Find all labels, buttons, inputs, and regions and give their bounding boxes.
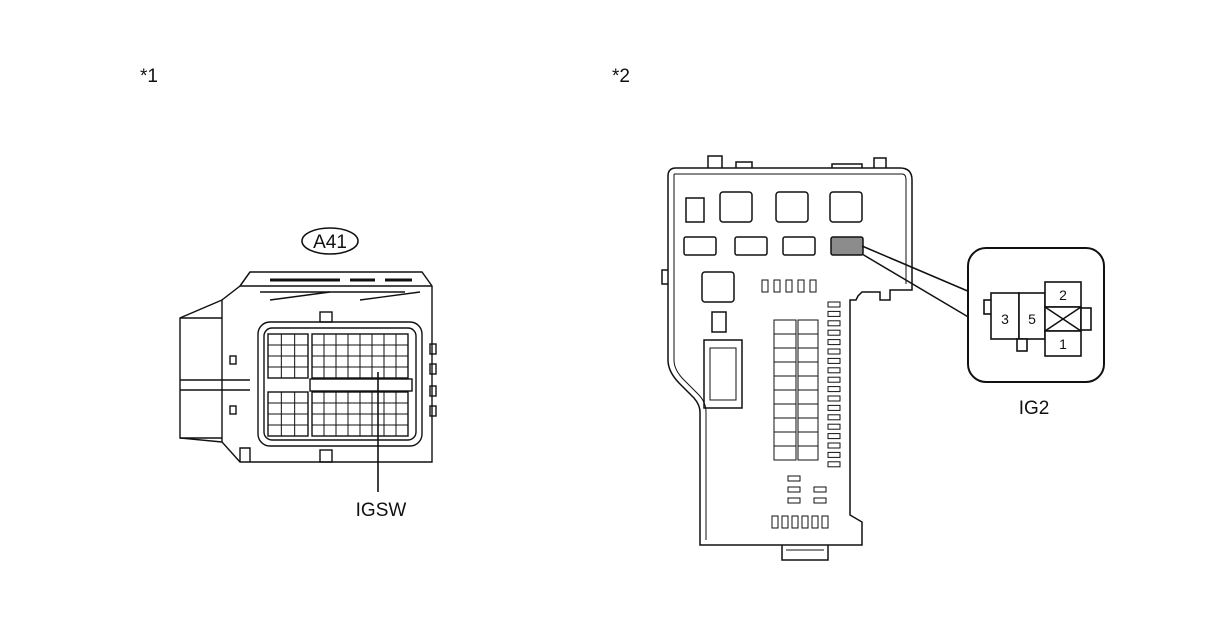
terminal-label-igsw: IGSW	[356, 500, 407, 521]
ig2-relay-highlight	[830, 236, 864, 256]
ig2-relay-callout: 3 5 2 1	[967, 247, 1105, 383]
relay-pin-5: 5	[1028, 311, 1036, 327]
panel-marker-2: *2	[612, 66, 630, 87]
connector-code-badge: A41	[301, 227, 359, 255]
ig2-callout-lines	[861, 245, 971, 319]
relay-pin-1: 1	[1059, 336, 1067, 352]
relay-label-ig2: IG2	[1019, 398, 1050, 419]
relay-pin-2: 2	[1059, 287, 1067, 303]
panel-marker-1: *1	[140, 66, 158, 87]
relay-pin-3: 3	[1001, 311, 1009, 327]
fuse-array	[761, 279, 841, 529]
connector-terminal-grid	[268, 334, 408, 436]
connector-code-label: A41	[313, 232, 347, 253]
